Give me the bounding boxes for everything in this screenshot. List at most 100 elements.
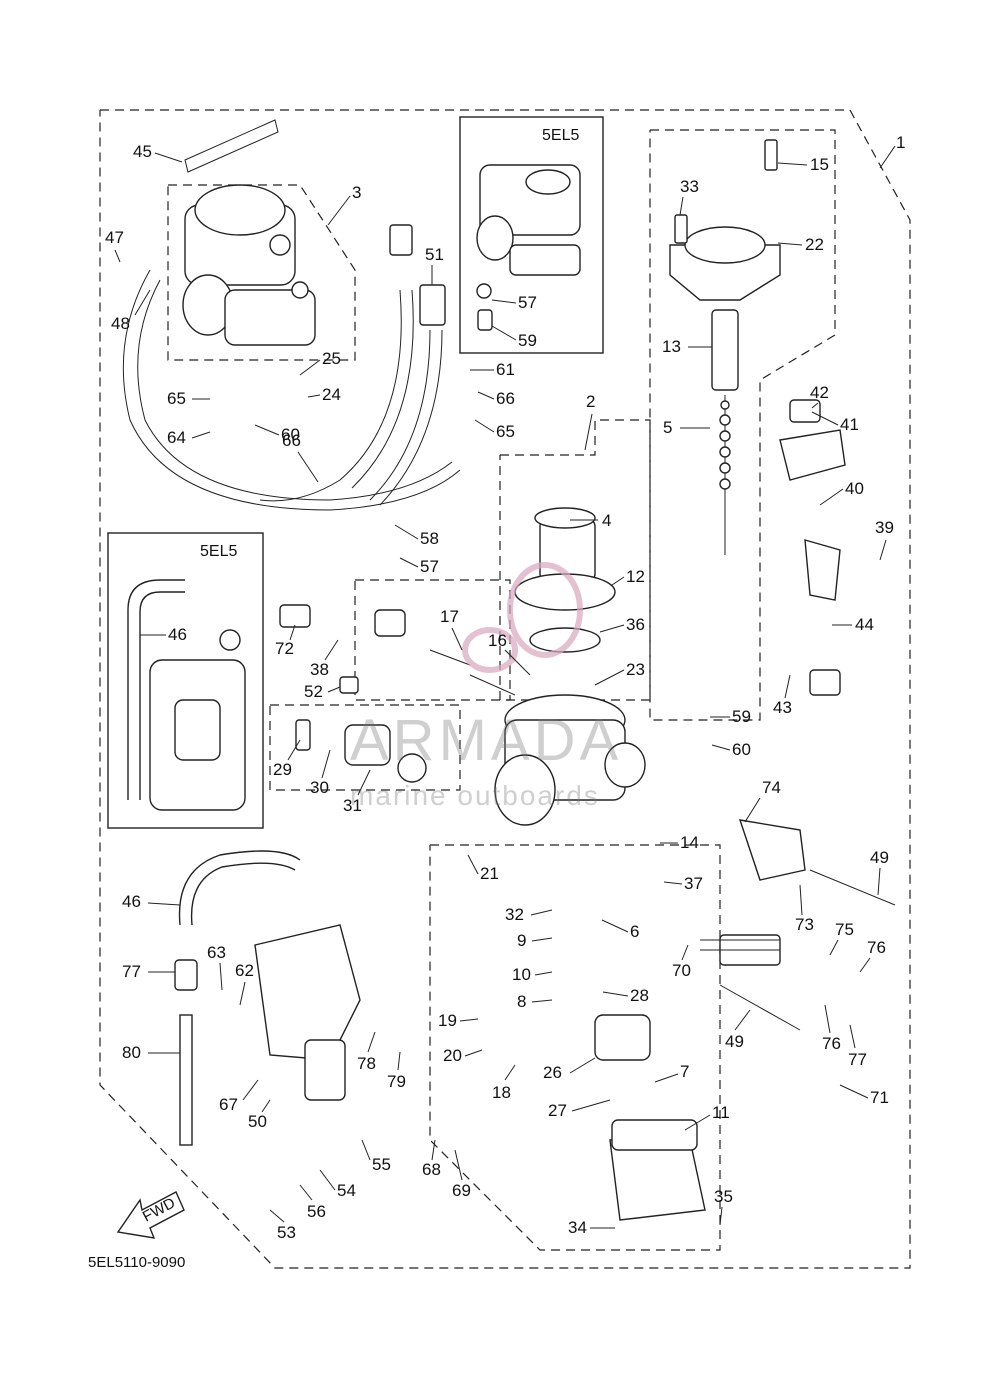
- callout-46-inset: 46: [168, 625, 187, 644]
- callout-59: 57: [518, 293, 537, 312]
- callout-4: 4: [602, 511, 611, 530]
- float-bowl-drawing: [594, 1014, 706, 1221]
- callout-32: 32: [505, 905, 524, 924]
- callout-59-right: 59: [732, 707, 751, 726]
- inset-linkage-drawing: [127, 579, 246, 811]
- callout-49-lower: 49: [725, 1032, 744, 1051]
- callout-66-right: 66: [496, 389, 515, 408]
- callout-73: 72: [275, 639, 294, 658]
- watermark: ARMADA marine outboards: [350, 562, 622, 811]
- callout-36: 36: [626, 615, 645, 634]
- callout-81: 80: [122, 1043, 141, 1062]
- callout-54: 54: [337, 1181, 356, 1200]
- callout-53: 53: [277, 1223, 296, 1242]
- callout-20: 20: [443, 1046, 462, 1065]
- callout-67: 66: [282, 431, 301, 450]
- callout-37: 37: [684, 874, 703, 893]
- connector-upper: [389, 224, 413, 256]
- callout-2: 2: [586, 392, 595, 411]
- callout-30: 30: [310, 778, 329, 797]
- pilot-screw-drawing: [279, 604, 516, 696]
- callout-16: 16: [488, 631, 507, 650]
- callout-63: 62: [235, 961, 254, 980]
- callout-5: 5: [663, 418, 672, 437]
- callouts: 1 2 3 4 5 6 7 8 9 10 11 12 13 14 15 16 1: [105, 133, 905, 1242]
- watermark-brand: ARMADA: [350, 708, 622, 773]
- reference-code: 5EL5110-9090: [88, 1254, 185, 1271]
- callout-22: 22: [805, 235, 824, 254]
- callout-65-right: 65: [496, 422, 515, 441]
- callout-79: 78: [357, 1054, 376, 1073]
- callout-72: 71: [870, 1088, 889, 1107]
- callout-75: 74: [762, 778, 781, 797]
- callout-62: 61: [496, 360, 515, 379]
- callout-34: 34: [568, 1218, 587, 1237]
- callout-38: 38: [310, 660, 329, 679]
- callout-49-upper: 49: [870, 848, 889, 867]
- callout-12: 12: [626, 567, 645, 586]
- callout-57: 57: [420, 557, 439, 576]
- callout-26: 26: [543, 1063, 562, 1082]
- piston-diaphragm-drawing: [514, 507, 616, 653]
- callout-74: 73: [795, 915, 814, 934]
- callout-77-lower: 77: [848, 1050, 867, 1069]
- throttle-cover-boundary: [649, 129, 836, 721]
- float-boundary: [429, 844, 721, 1251]
- inset-box-carburetor: [459, 116, 604, 354]
- throttle-linkage-drawing: [700, 399, 896, 1031]
- inset-label-left: 5EL5: [200, 543, 237, 560]
- callout-65-left: 64: [167, 428, 186, 447]
- callout-35: 35: [714, 1187, 733, 1206]
- callout-19: 19: [438, 1011, 457, 1030]
- callout-21: 21: [480, 864, 499, 883]
- callout-42: 42: [810, 383, 829, 402]
- callout-56: 56: [307, 1202, 326, 1221]
- vent-hoses: [122, 269, 461, 511]
- inset-box-choke-linkage: [107, 532, 264, 829]
- callout-39: 39: [875, 518, 894, 537]
- callout-29: 29: [273, 760, 292, 779]
- callout-46: 46: [122, 892, 141, 911]
- callout-60-right: 60: [732, 740, 751, 759]
- callout-40: 40: [845, 479, 864, 498]
- callout-13: 13: [662, 337, 681, 356]
- callout-80: 79: [387, 1072, 406, 1091]
- callout-70: 69: [452, 1181, 471, 1200]
- callout-11: 11: [712, 1103, 730, 1122]
- callout-24: 24: [322, 385, 341, 404]
- callout-27: 27: [548, 1101, 567, 1120]
- callout-28: 28: [630, 986, 649, 1005]
- callout-25: 25: [322, 349, 341, 368]
- outer-assembly-boundary: [99, 109, 911, 1269]
- throttle-cover-drawing: [669, 139, 781, 555]
- fwd-arrow: FWD: [116, 1191, 185, 1239]
- callout-69: 68: [422, 1160, 441, 1179]
- callout-23: 23: [626, 660, 645, 679]
- callout-55: 55: [372, 1155, 391, 1174]
- connector-51: [419, 284, 446, 326]
- carburetor-body-drawing: [494, 694, 646, 826]
- callout-44: 44: [855, 615, 874, 634]
- accel-boundary: [269, 704, 461, 791]
- callout-8: 8: [517, 992, 526, 1011]
- vent-hose-45: [184, 119, 279, 173]
- callout-31: 31: [343, 796, 362, 815]
- callout-52: 52: [304, 682, 323, 701]
- callout-33: 33: [680, 177, 699, 196]
- callout-1: 1: [896, 133, 905, 152]
- callout-71: 70: [672, 961, 691, 980]
- pilot-boundary: [354, 579, 511, 701]
- callout-9: 9: [517, 931, 526, 950]
- callout-7: 7: [680, 1062, 689, 1081]
- callout-66-left: 65: [167, 389, 186, 408]
- callout-76-lower: 76: [822, 1034, 841, 1053]
- callout-45: 45: [133, 142, 152, 161]
- inset-carb-drawing: [476, 164, 581, 331]
- callout-15: 15: [810, 155, 829, 174]
- inset-label-top: 5EL5: [542, 127, 579, 144]
- callout-51: 51: [425, 245, 444, 264]
- callout-50: 50: [248, 1112, 267, 1131]
- callout-76-upper: 75: [835, 920, 854, 939]
- choke-linkage-drawing: [174, 850, 361, 1146]
